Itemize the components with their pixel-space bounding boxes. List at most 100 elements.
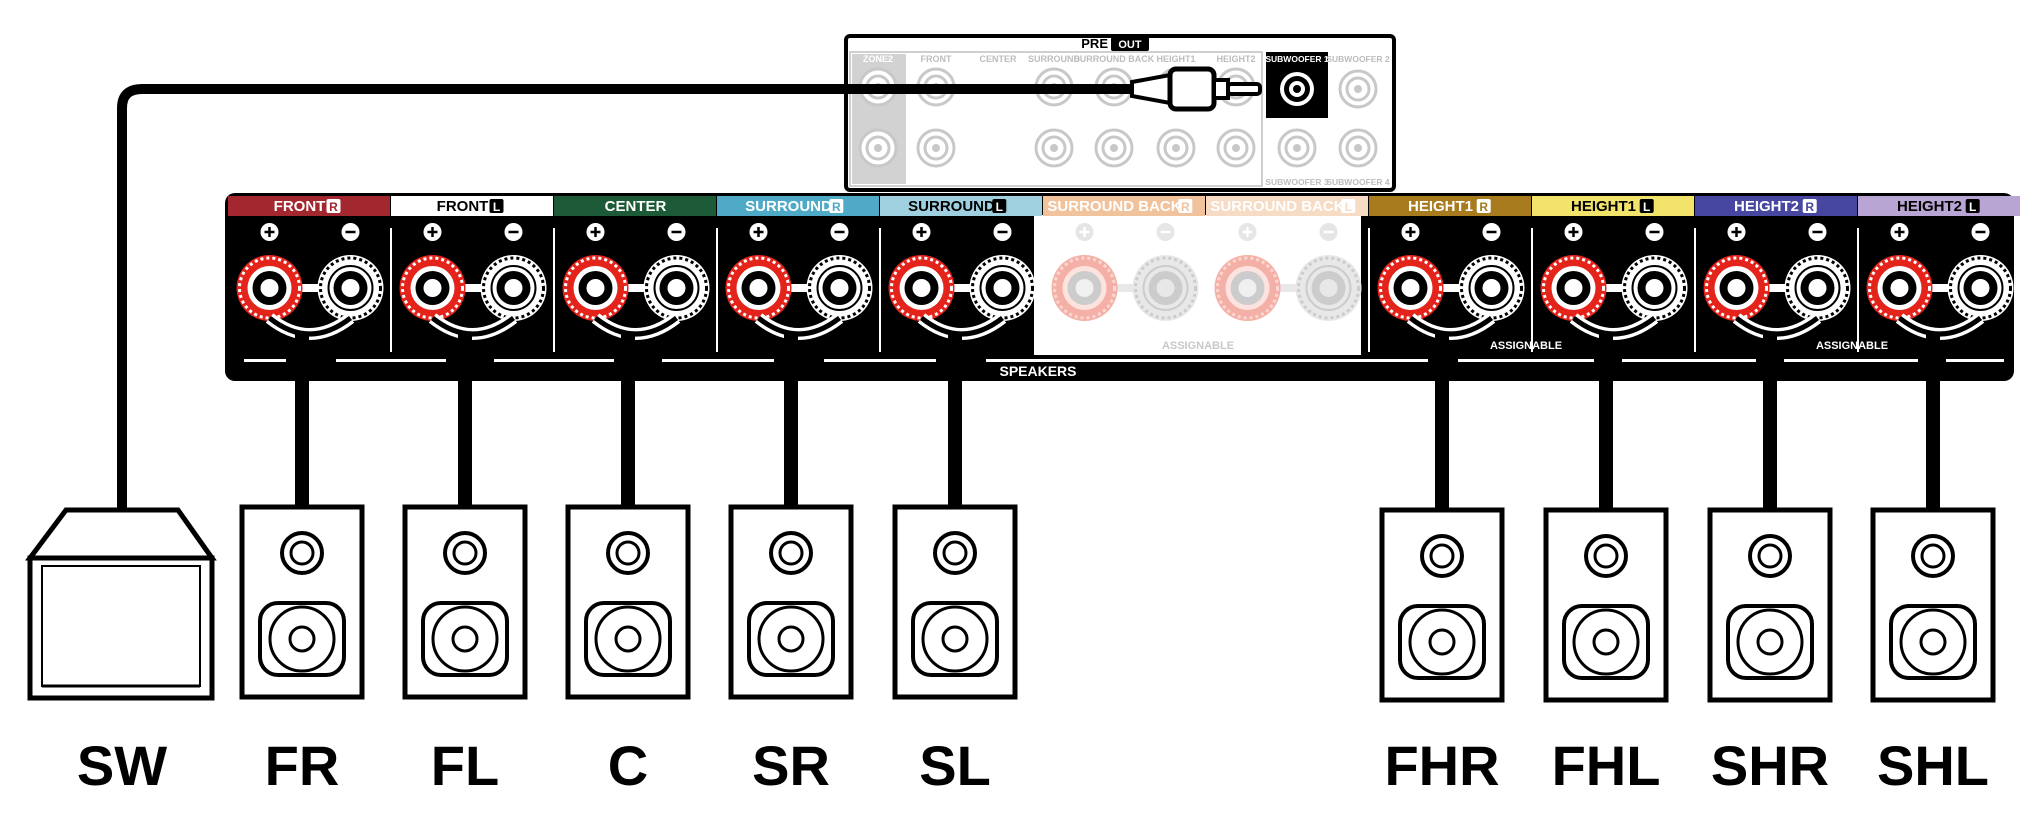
speaker-cabinet-fr	[239, 504, 365, 700]
panel-strip-segment	[1946, 359, 2004, 362]
channel-side-label: R	[329, 200, 338, 214]
assignable-label-surround-back: ASSIGNABLE	[1162, 340, 1234, 352]
channel-band-center	[554, 196, 716, 216]
speaker-wire	[1599, 334, 1613, 510]
terminal-pair	[1866, 223, 2014, 321]
speaker-cabinet-sl	[892, 504, 1018, 700]
channel-side-box	[1965, 199, 1980, 213]
subwoofer-cable	[117, 84, 1135, 510]
panel-strip-segment	[244, 359, 286, 362]
pre-label: PRE	[1081, 36, 1108, 51]
speakers-panel-label: SPEAKERS	[999, 363, 1076, 379]
channel-side-label: R	[1181, 200, 1190, 214]
panel-strip-segment	[494, 359, 614, 362]
channel-band-surround-back-r	[1043, 196, 1205, 216]
preout-jack	[916, 128, 956, 168]
speaker-label-fhr: FHR	[1384, 734, 1499, 797]
speaker-label-sw: SW	[77, 734, 167, 797]
panel-strip-segment	[1458, 359, 1594, 362]
subwoofer-3-label: SUBWOOFER 3	[1265, 177, 1329, 187]
preout-label-front: FRONT	[921, 54, 952, 64]
channel-side-box	[1802, 199, 1817, 213]
speaker-label-shr: SHR	[1711, 734, 1829, 797]
channel-label: FRONT	[437, 198, 489, 215]
speaker-label-fr: FR	[265, 734, 340, 797]
preout-jack	[1338, 128, 1378, 168]
preout-label-surround: SURROUND	[1028, 54, 1081, 64]
channel-label: HEIGHT2	[1734, 198, 1799, 215]
channel-label: SURROUND	[908, 198, 995, 215]
terminal-pair	[888, 223, 1036, 321]
preout-jack	[1034, 128, 1074, 168]
preout-label-zone2: ZONE2	[863, 54, 893, 64]
preout-label-height2: HEIGHT2	[1216, 54, 1255, 64]
out-label: OUT	[1118, 39, 1142, 51]
preout-jack	[1277, 128, 1317, 168]
channel-side-label: R	[1479, 200, 1488, 214]
channel-side-box	[1639, 199, 1654, 213]
channel-label: FRONT	[274, 198, 326, 215]
terminal-pair	[236, 223, 384, 321]
assignable-label-height2: ASSIGNABLE	[1816, 340, 1888, 352]
channel-label: CENTER	[605, 198, 667, 215]
subwoofer-1-label: SUBWOOFER 1	[1265, 54, 1329, 64]
panel-strip-segment	[986, 359, 1428, 362]
terminal-pair	[1377, 223, 1525, 321]
speaker-cabinet-fhl	[1543, 507, 1669, 703]
speaker-wire	[784, 334, 798, 510]
terminal-pair	[562, 223, 710, 321]
speaker-wire	[1763, 334, 1777, 510]
channel-band-front-r	[228, 196, 390, 216]
terminal-pair	[725, 223, 873, 321]
pre-out-panel: PRE OUT ZONE2 FRONT CENTER SURROUNDSURROUND…	[844, 34, 1396, 192]
preout-jack	[1338, 69, 1378, 109]
panel-strip-segment	[1784, 359, 1918, 362]
preout-label-surround-back: SURROUND BACK	[1074, 54, 1155, 64]
subwoofer-2-label: SUBWOOFER 2	[1326, 54, 1390, 64]
channel-side-label: L	[1969, 200, 1976, 214]
channel-side-box	[1341, 199, 1356, 213]
rca-plug	[1167, 66, 1217, 112]
channel-label: HEIGHT1	[1408, 198, 1473, 215]
speaker-cabinet-c	[565, 504, 691, 700]
subwoofer-4-label: SUBWOOFER 4	[1326, 177, 1390, 187]
preout-label-center: CENTER	[979, 54, 1017, 64]
channel-side-label: R	[1805, 200, 1814, 214]
preout-jack	[1216, 128, 1256, 168]
channel-label: SURROUND BACK	[1047, 198, 1181, 215]
speaker-label-c: C	[608, 734, 648, 797]
terminal-pair	[1703, 223, 1851, 321]
preout-jack	[1094, 128, 1134, 168]
speaker-cabinet-fhr	[1379, 507, 1505, 703]
channel-label: HEIGHT2	[1897, 198, 1962, 215]
channel-side-label: R	[832, 200, 841, 214]
channel-side-label: L	[1643, 200, 1650, 214]
channel-side-box	[326, 199, 341, 213]
panel-strip-segment	[336, 359, 446, 362]
speaker-label-sl: SL	[919, 734, 991, 797]
panel-strip-segment	[1622, 359, 1756, 362]
speaker-cabinet-fl	[402, 504, 528, 700]
speaker-cabinet-shr	[1707, 507, 1833, 703]
channel-side-label: L	[493, 200, 500, 214]
preout-jack	[1156, 128, 1196, 168]
channel-band-front-l	[391, 196, 553, 216]
terminal-pair	[1214, 223, 1362, 321]
panel-strip-segment	[824, 359, 936, 362]
channel-side-box	[829, 199, 844, 213]
channel-side-box	[1178, 199, 1193, 213]
speaker-label-fl: FL	[431, 734, 499, 797]
speaker-cabinet-sr	[728, 504, 854, 700]
channel-side-label: L	[1345, 200, 1352, 214]
channel-label: SURROUND BACK	[1210, 198, 1344, 215]
speaker-wire	[1926, 334, 1940, 510]
channel-label: SURROUND	[745, 198, 832, 215]
speaker-wire	[948, 334, 962, 510]
speaker-label-fhl: FHL	[1552, 734, 1661, 797]
panel-strip-segment	[662, 359, 774, 362]
channel-side-label: L	[996, 200, 1003, 214]
channel-label: HEIGHT1	[1571, 198, 1636, 215]
channel-side-box	[992, 199, 1007, 213]
